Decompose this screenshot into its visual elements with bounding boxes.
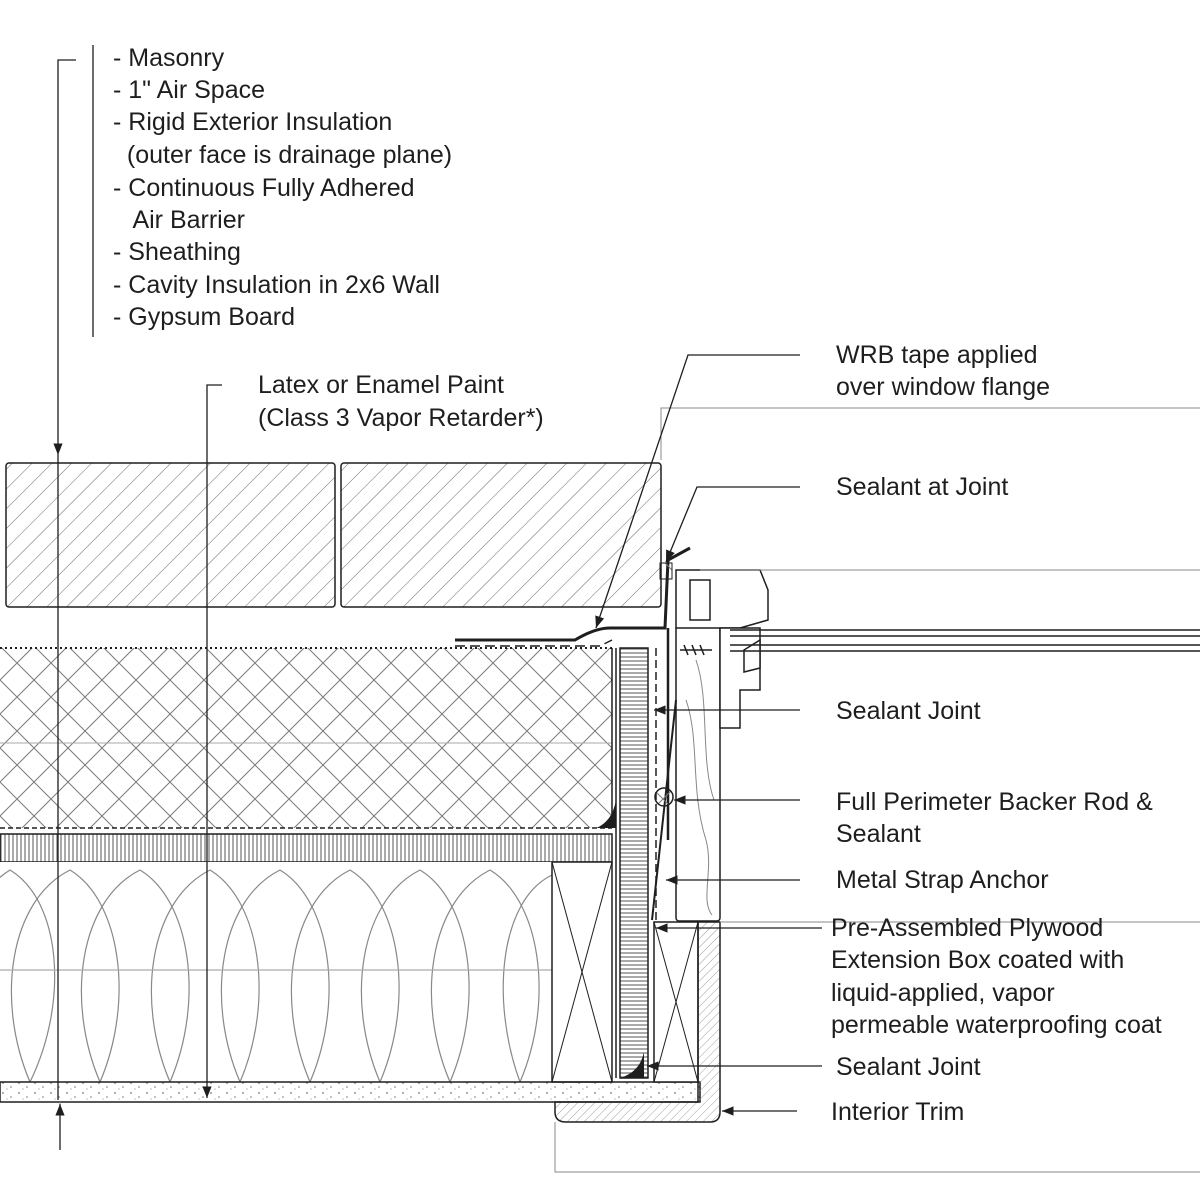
extension-box-label-2: Extension Box coated with <box>831 946 1124 974</box>
plywood-extension-box <box>653 921 699 1083</box>
masonry-layer <box>5 462 662 608</box>
paint-label-line-1: Latex or Enamel Paint <box>258 371 504 399</box>
layer-label-air-barrier: - Continuous Fully Adhered <box>113 174 415 202</box>
layer-label-gypsum-board: - Gypsum Board <box>113 303 295 331</box>
stud-framing <box>551 861 613 1083</box>
callout-labels: WRB tape applied over window flange Seal… <box>831 341 1162 1126</box>
rough-opening-sheathing <box>615 647 657 1079</box>
wrb-tape-label-1: WRB tape applied <box>836 341 1038 369</box>
sealant-at-joint-label: Sealant at Joint <box>836 473 1008 501</box>
layer-label-sheathing: - Sheathing <box>113 238 241 266</box>
window-glazing <box>730 629 1200 652</box>
layer-label-air-space: - 1" Air Space <box>113 76 265 104</box>
wrb-flashing <box>455 546 691 921</box>
layer-label-air-barrier-cont: Air Barrier <box>113 206 245 234</box>
layer-label-rigid-insulation-note: (outer face is drainage plane) <box>113 141 452 169</box>
paint-label: Latex or Enamel Paint (Class 3 Vapor Ret… <box>258 371 544 432</box>
paint-label-line-2: (Class 3 Vapor Retarder*) <box>258 404 544 432</box>
window-frame <box>675 569 769 922</box>
layer-label-cavity-insulation: - Cavity Insulation in 2x6 Wall <box>113 271 440 299</box>
sealant-beads <box>596 562 674 1078</box>
cavity-insulation-layer <box>0 862 553 1083</box>
wrb-tape-label-2: over window flange <box>836 373 1050 401</box>
rigid-insulation-layer <box>0 647 613 829</box>
screw-fastener <box>680 644 712 656</box>
sheathing-layer <box>0 833 613 863</box>
layer-label-rigid-insulation: - Rigid Exterior Insulation <box>113 108 392 136</box>
gypsum-board-layer <box>0 1081 701 1103</box>
sealant-joint-upper-label: Sealant Joint <box>836 697 981 725</box>
drawing-boundary-lines <box>59 407 1200 1173</box>
extension-box-label-3: liquid-applied, vapor <box>831 979 1055 1007</box>
layer-leader-lines <box>53 45 222 1150</box>
wall-assembly-labels: - Masonry - 1" Air Space - Rigid Exterio… <box>113 44 452 331</box>
sealant-joint-lower-label: Sealant Joint <box>836 1053 981 1081</box>
extension-box-label-1: Pre-Assembled Plywood <box>831 914 1103 942</box>
metal-strap-label: Metal Strap Anchor <box>836 866 1049 894</box>
interior-trim-shape <box>554 921 721 1123</box>
backer-rod-label-2: Sealant <box>836 820 921 848</box>
layer-label-masonry: - Masonry <box>113 44 225 72</box>
extension-box-label-4: permeable waterproofing coat <box>831 1011 1162 1039</box>
backer-rod-label-1: Full Perimeter Backer Rod & <box>836 788 1153 816</box>
callout-leaders <box>595 354 822 1116</box>
interior-trim-label: Interior Trim <box>831 1098 964 1126</box>
